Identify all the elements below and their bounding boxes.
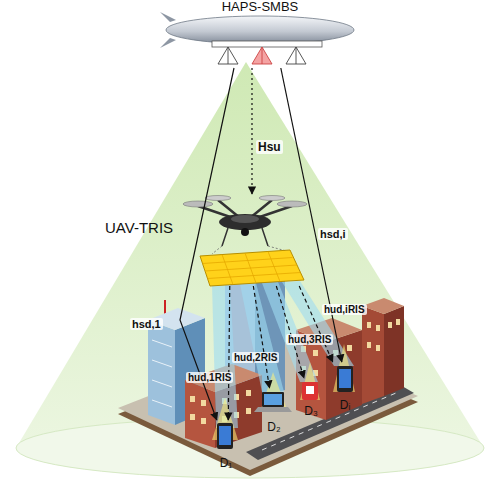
user-devices <box>217 366 353 449</box>
channel-label: hud,3RIS <box>286 334 333 345</box>
node-label: UAV-TRIS <box>105 220 173 237</box>
channel-link <box>276 286 304 378</box>
user-device: D₃ <box>296 378 326 418</box>
city-buildings <box>148 258 404 448</box>
user-device: D₁ <box>208 420 244 470</box>
node-label: D₁ <box>208 457 244 470</box>
device-spots <box>212 344 355 440</box>
uav-drone <box>183 196 307 255</box>
airship-figure <box>160 12 354 64</box>
channel-label: Hsu <box>256 140 283 154</box>
node-label: D₂ <box>256 421 292 434</box>
node-label: D₃ <box>296 405 326 418</box>
channel-link <box>253 286 269 388</box>
user-device: Dᵢ <box>328 362 362 412</box>
channel-link <box>281 68 342 362</box>
channel-label: hud,2RIS <box>232 352 279 363</box>
channel-label: hsd,1 <box>130 318 163 330</box>
channel-label: hsd,i <box>318 228 348 240</box>
node-label: Dᵢ <box>328 399 362 412</box>
coverage-cone <box>16 62 484 478</box>
channel-label: hud,iRIS <box>322 304 367 315</box>
channel-link <box>180 68 234 420</box>
user-device: D₂ <box>256 388 292 434</box>
channel-link <box>299 286 332 362</box>
channel-label: hud,1RIS <box>186 372 233 383</box>
node-label: HAPS-SMBS <box>185 0 335 14</box>
channel-link <box>228 286 229 420</box>
channel-link <box>251 68 252 194</box>
uav-ris-node: UAV-TRIS <box>105 194 305 286</box>
ris-panel <box>200 250 304 286</box>
haps-platform: HAPS-SMBS <box>185 0 335 68</box>
